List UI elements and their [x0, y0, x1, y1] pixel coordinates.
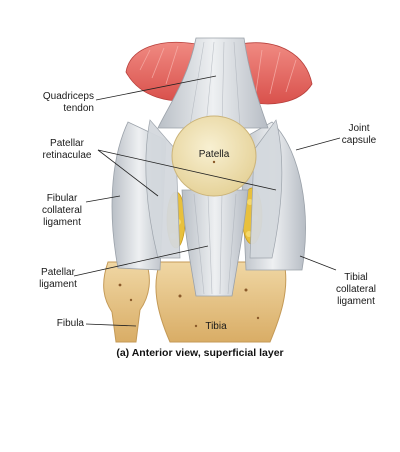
- leader-patellar-retinaculae-2: [97, 149, 277, 191]
- leader-patellar-ligament: [73, 245, 209, 277]
- label-tibia: Tibia: [205, 321, 227, 332]
- label-tibial-collateral-ligament: Tibial collateral ligament: [335, 272, 377, 307]
- label-patellar-ligament: Patellar ligament: [39, 267, 77, 290]
- quadriceps-tendon: [157, 37, 269, 129]
- leader-joint-capsule: [295, 137, 341, 151]
- label-patellar-retinaculae: Patellar retinaculae: [42, 138, 92, 161]
- leader-tibial-collateral: [299, 255, 337, 271]
- tibia-bone: [155, 261, 287, 343]
- leader-quadriceps-tendon: [95, 75, 217, 101]
- label-fibular-collateral-ligament: Fibular collateral ligament: [41, 193, 83, 228]
- label-patella: Patella: [198, 149, 230, 160]
- label-joint-capsule: Joint capsule: [341, 123, 377, 146]
- patella-bone: [171, 115, 257, 197]
- label-quadriceps-tendon: Quadriceps tendon: [42, 91, 94, 114]
- fibula-bone: [103, 261, 150, 343]
- leader-patellar-retinaculae-1: [97, 149, 159, 197]
- leader-fibular-collateral: [85, 195, 121, 203]
- label-fibula: Fibula: [56, 318, 84, 329]
- figure-caption: (a) Anterior view, superficial layer: [116, 347, 284, 359]
- leader-lines: [73, 75, 341, 327]
- patellar-retinaculae: [145, 119, 283, 259]
- leader-fibula: [85, 323, 137, 327]
- patellar-ligament: [181, 189, 249, 297]
